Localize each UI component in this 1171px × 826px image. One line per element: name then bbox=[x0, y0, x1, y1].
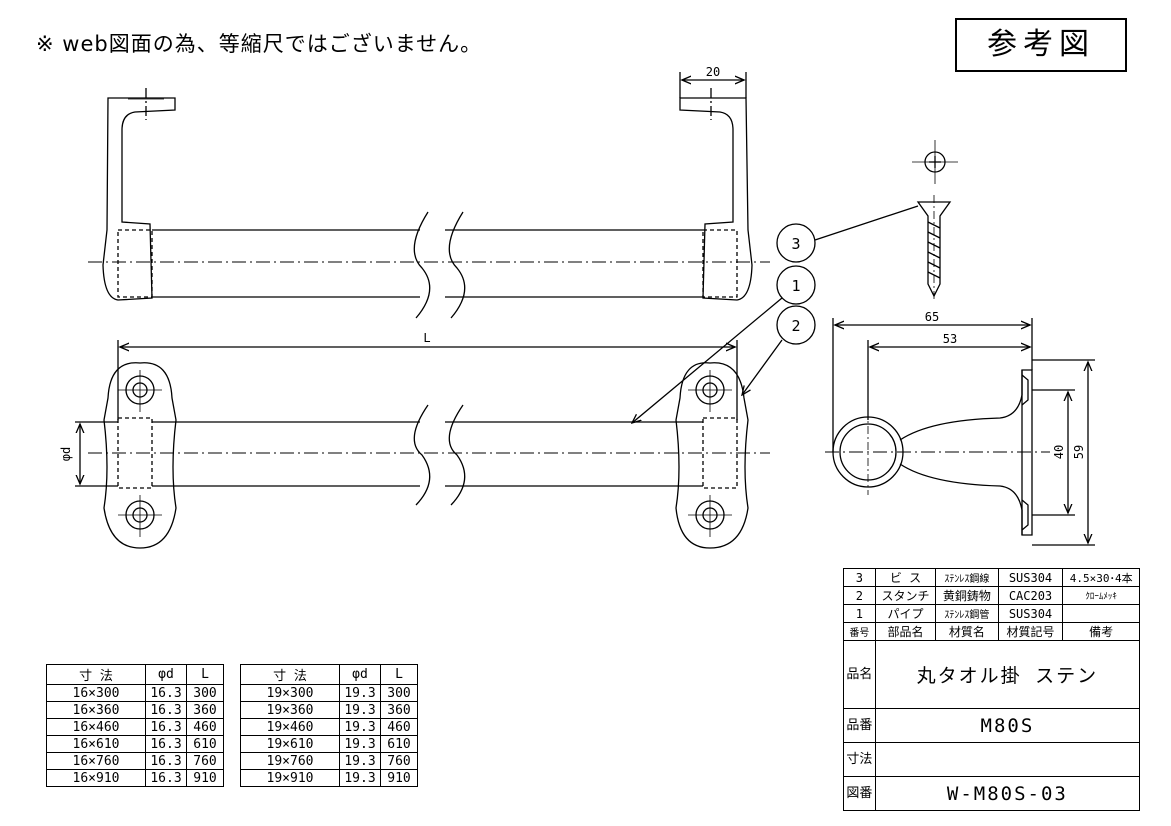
dim-pipe-diameter: φd bbox=[59, 447, 73, 461]
drawing-number-row: 図番 W-M80S-03 bbox=[843, 776, 1141, 811]
parts-row: 1 パイプ ｽﾃﾝﾚｽ鋼管 SUS304 bbox=[843, 604, 1140, 623]
parts-row: 2 スタンチ 黄銅鋳物 CAC203 ｸﾛｰﾑﾒｯｷ bbox=[843, 586, 1140, 605]
product-number-row: 品番 M80S bbox=[843, 708, 1141, 743]
size-header: 寸 法 bbox=[240, 664, 340, 685]
product-name-row: 品名 丸タオル掛 ステン bbox=[843, 640, 1141, 709]
diameter-header: φd bbox=[145, 664, 187, 685]
dim-overall-length: L bbox=[423, 331, 430, 345]
parts-header-row: 番号 部品名 材質名 材質記号 備考 bbox=[843, 622, 1140, 641]
parts-row: 3 ビ ス ｽﾃﾝﾚｽ鋼線 SUS304 4.5×30･4本 bbox=[843, 568, 1140, 587]
product-name: 丸タオル掛 ステン bbox=[874, 640, 1141, 709]
dim-flange-height: 59 bbox=[1072, 445, 1086, 459]
side-view bbox=[825, 318, 1095, 546]
front-view bbox=[75, 340, 770, 549]
dim-side-depth-inner: 53 bbox=[943, 332, 957, 346]
dim-bracket-width: 20 bbox=[706, 65, 720, 79]
drawing-number: W-M80S-03 bbox=[874, 776, 1141, 811]
dim-side-depth: 65 bbox=[925, 310, 939, 324]
length-header: L bbox=[380, 664, 418, 685]
callouts bbox=[632, 205, 919, 423]
scale-note: ※ web図面の為、等縮尺ではございません。 bbox=[36, 32, 483, 56]
callout-2: 2 bbox=[791, 317, 800, 335]
size-row: 寸法 bbox=[843, 742, 1141, 777]
screw-detail bbox=[912, 140, 958, 300]
dim-hole-pitch: 40 bbox=[1052, 445, 1066, 459]
product-number: M80S bbox=[874, 708, 1141, 743]
title-block: 3 ビ ス ｽﾃﾝﾚｽ鋼線 SUS304 4.5×30･4本 2 スタンチ 黄銅… bbox=[843, 568, 1141, 811]
diameter-header: φd bbox=[339, 664, 381, 685]
length-header: L bbox=[186, 664, 224, 685]
reference-drawing-label: 参考図 bbox=[955, 18, 1127, 72]
size-header: 寸 法 bbox=[46, 664, 146, 685]
callout-3: 3 bbox=[791, 235, 800, 253]
top-view bbox=[88, 72, 770, 319]
size-value bbox=[874, 742, 1141, 777]
callout-1: 1 bbox=[791, 277, 800, 295]
